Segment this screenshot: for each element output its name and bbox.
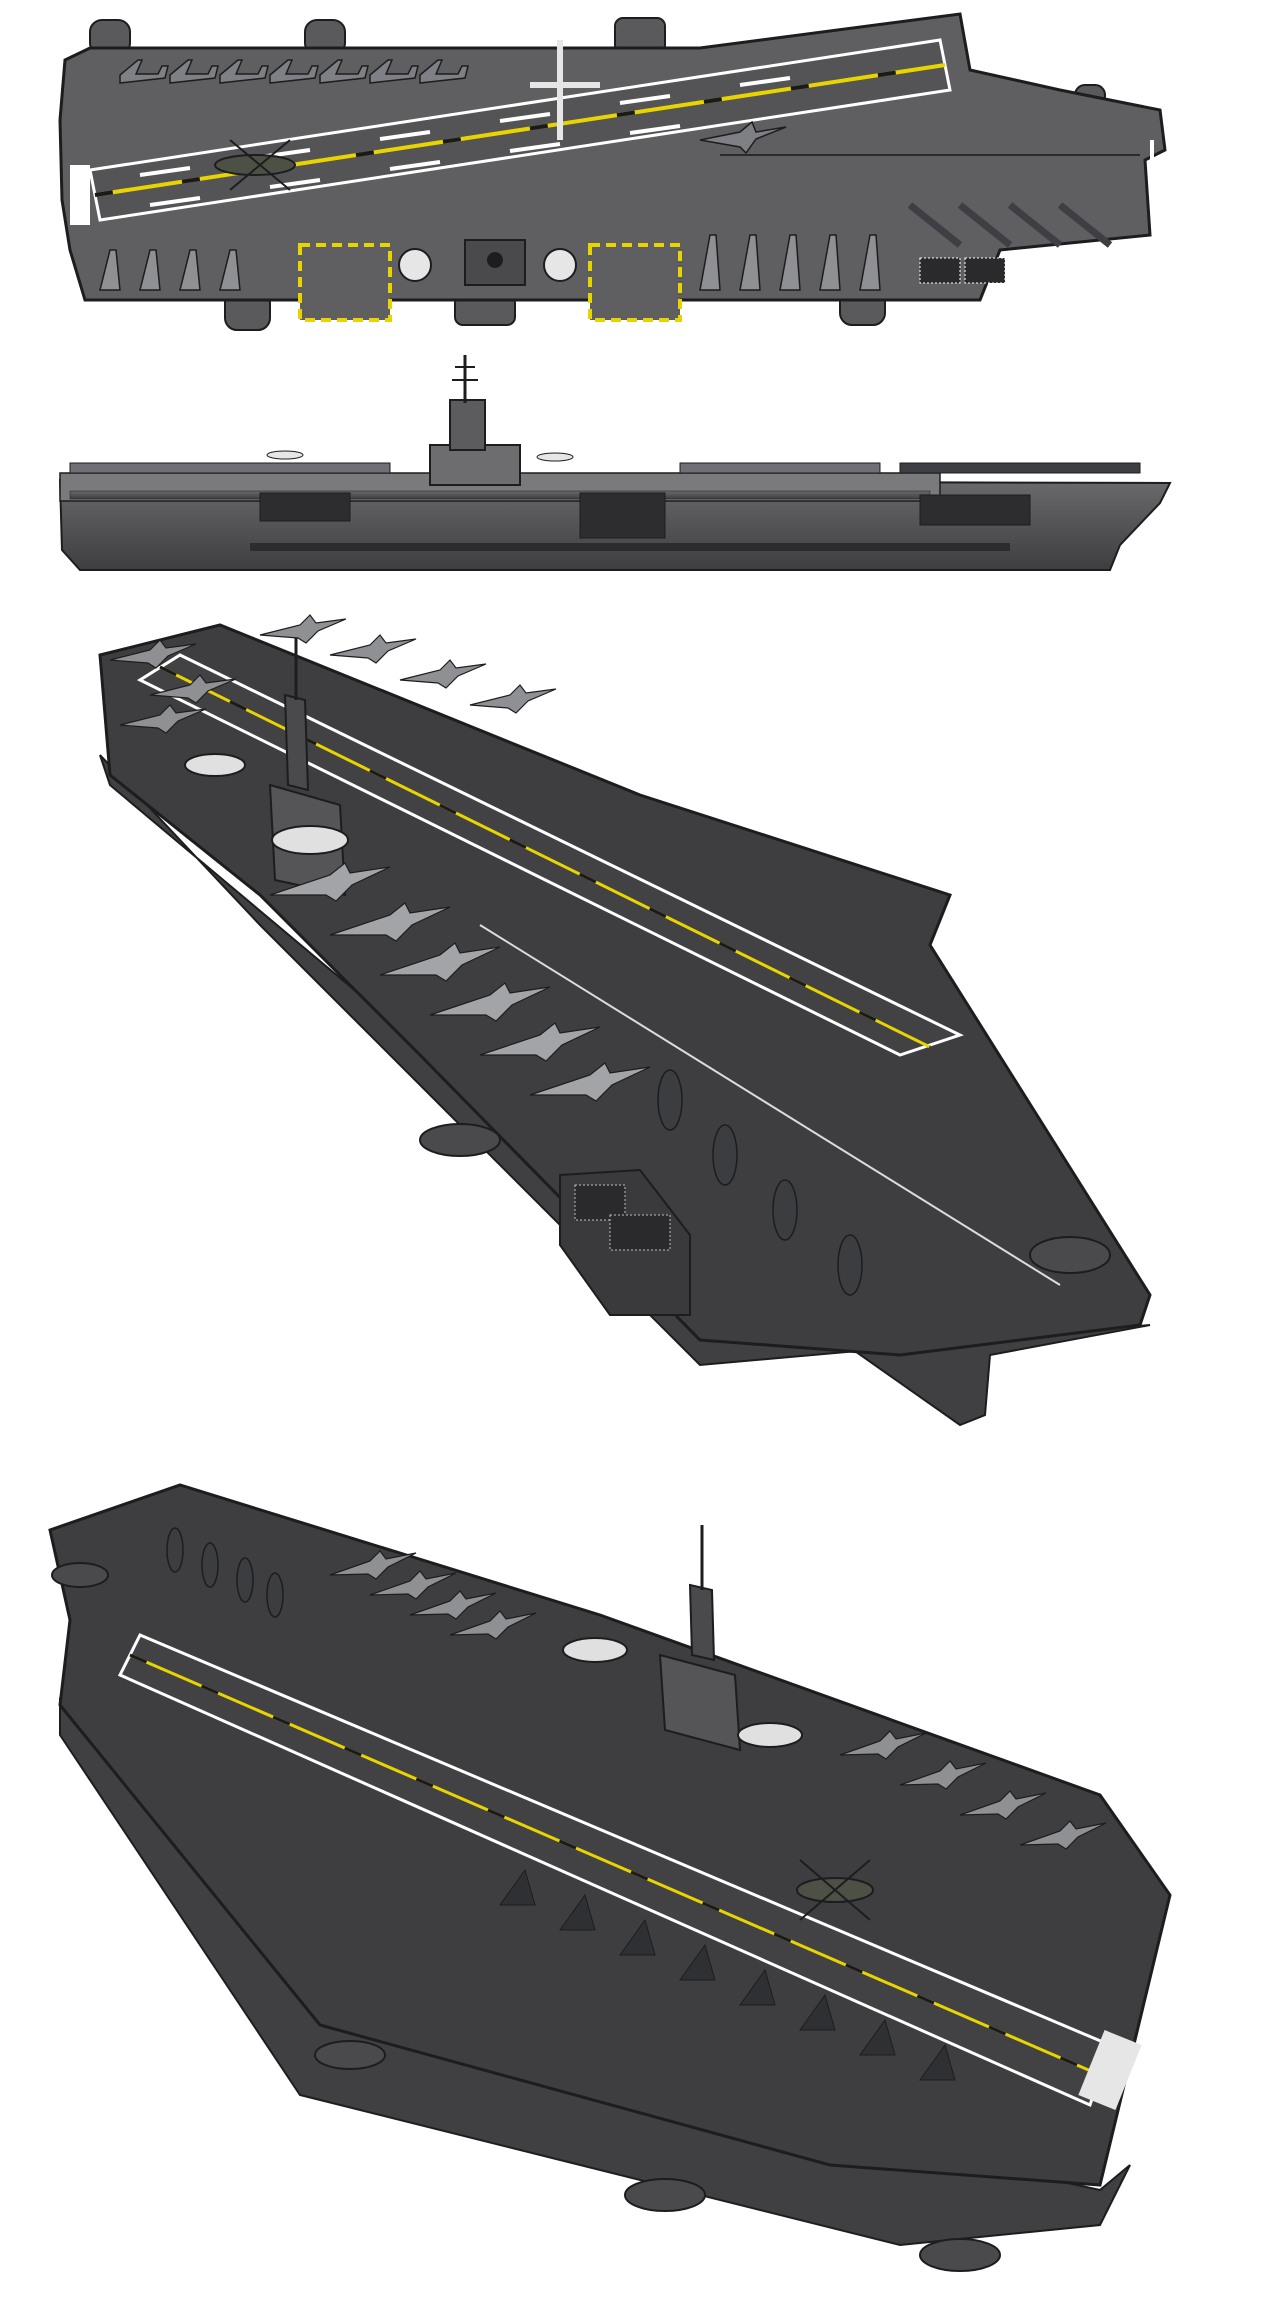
parked-helicopters	[657, 1069, 863, 1296]
hangar-door	[919, 494, 1031, 526]
parked-aircraft-row-bottom	[99, 234, 881, 291]
angled-runway	[88, 38, 952, 222]
helicopter-icon	[796, 1859, 874, 1921]
hull-waterline	[250, 543, 1010, 551]
deck-aircraft-silhouettes	[69, 462, 1141, 474]
sponson	[419, 1123, 501, 1157]
sponson	[1029, 1236, 1111, 1274]
isometric-port-drawing	[48, 1483, 1172, 2272]
parked-aircraft-row-top	[119, 59, 469, 84]
side-profile-view	[0, 345, 1280, 595]
island-superstructure-icon	[268, 635, 347, 897]
radar-dome-icon	[737, 1722, 803, 1748]
stern-landing-zone	[70, 165, 90, 225]
parked-aircraft-row-dark	[499, 1868, 956, 2081]
hangar-door	[259, 492, 351, 522]
sponson	[624, 2178, 706, 2212]
helicopter-icon	[214, 139, 296, 191]
island-superstructure-icon	[398, 239, 577, 286]
bow-marker	[1150, 140, 1154, 162]
hangar-door	[579, 492, 666, 539]
side-profile-drawing	[58, 355, 1172, 571]
catapult-track	[479, 924, 1061, 1286]
isometric-starboard-drawing	[98, 614, 1152, 1427]
isometric-view-port	[0, 1465, 1280, 2310]
parked-helicopters-bow	[907, 202, 1113, 248]
island-superstructure-icon	[658, 1525, 742, 1752]
plan-view	[0, 0, 1280, 345]
radar-dome-icon	[543, 248, 577, 282]
radar-dome-icon	[398, 248, 432, 282]
stern-landing-zone	[1078, 2030, 1142, 2110]
angled-runway	[117, 1633, 1142, 2110]
radar-dome-icon	[536, 452, 574, 462]
parked-aircraft-row	[269, 862, 651, 1102]
sponson	[314, 2040, 386, 2070]
parked-helicopters	[166, 1527, 284, 1618]
radar-dome-icon	[184, 753, 246, 777]
fighter-jet-icon	[699, 120, 787, 155]
deck-containers	[559, 1168, 691, 1316]
radar-dome-icon	[271, 825, 349, 855]
isometric-view-starboard	[0, 595, 1280, 1465]
sponson	[51, 1562, 109, 1588]
radar-plane-icon	[530, 40, 600, 140]
parked-aircraft-row	[329, 1550, 1107, 1850]
flight-deck-outline	[98, 623, 1152, 1357]
radar-dome-icon	[562, 1637, 628, 1663]
radar-dome-icon	[266, 450, 304, 460]
sponson	[919, 2238, 1001, 2272]
island-superstructure-icon	[429, 355, 521, 486]
deck-containers	[919, 257, 1006, 284]
plan-view-drawing	[58, 12, 1167, 331]
life-raft-row	[69, 490, 931, 500]
parked-aircraft-cluster	[109, 614, 557, 734]
deck-elevators	[298, 243, 682, 322]
